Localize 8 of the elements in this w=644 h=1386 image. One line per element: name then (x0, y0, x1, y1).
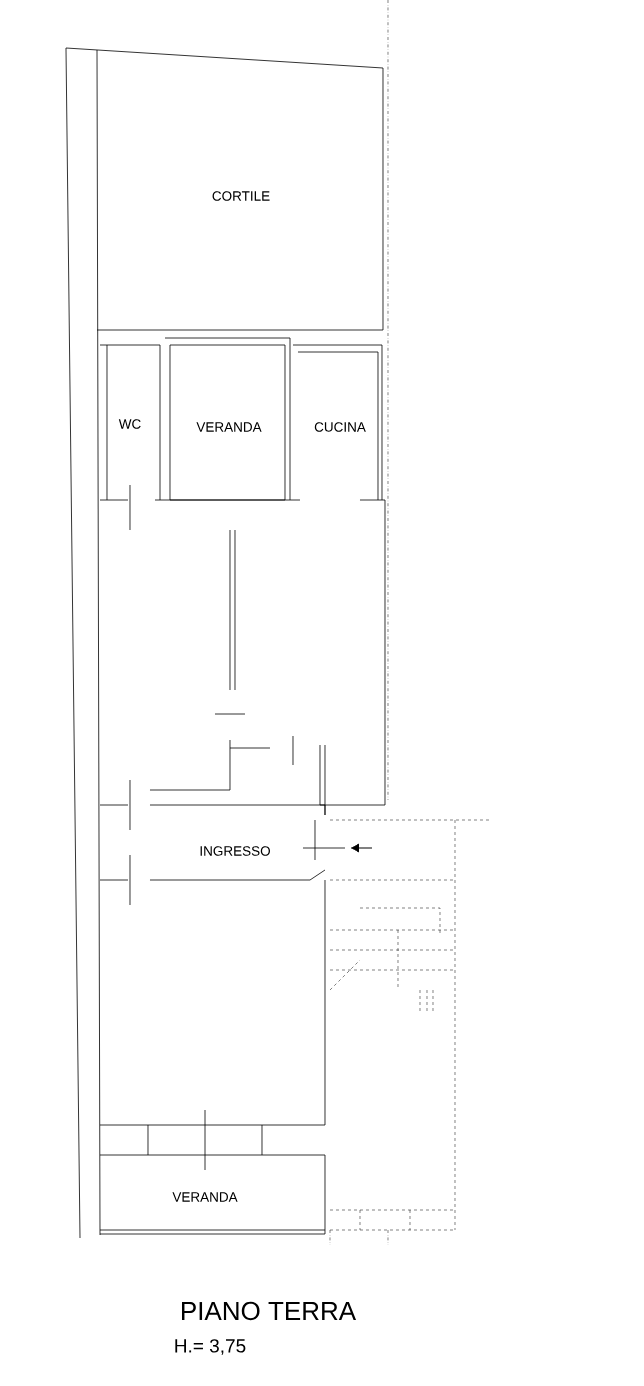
room-label: VERANDA (172, 1192, 238, 1202)
height-label: H.= 3,75 (175, 1339, 246, 1355)
room-label: WC (118, 419, 141, 429)
room-label: INGRESSO (200, 846, 270, 856)
room-label: CUCINA (314, 422, 366, 432)
plan-title: PIANO TERRA (182, 1301, 357, 1321)
room-label: VERANDA (196, 422, 262, 432)
room-label: CORTILE (212, 191, 270, 201)
